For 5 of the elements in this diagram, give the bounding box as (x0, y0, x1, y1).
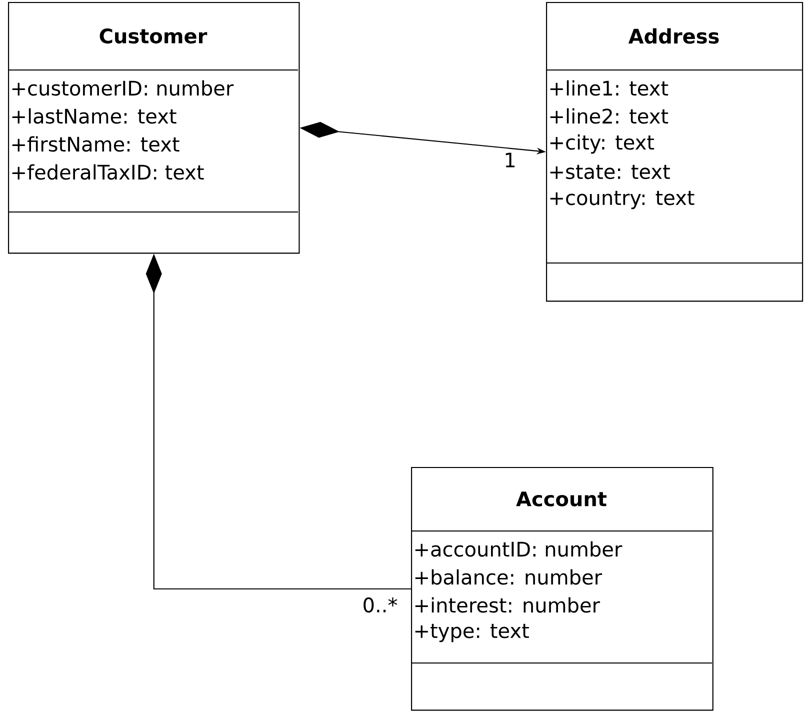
class-box: Account +accountID: number +balance: number +interest: number +type: text (411, 467, 714, 711)
class-box: Customer +customerID: number +lastName: text +firstName: text +federalTaxID: text (8, 2, 300, 254)
multiplicity-label: 0..* (360, 596, 400, 614)
class-box: Address +line1: text +line2: text +city: text +state: text +country: text (546, 2, 804, 302)
multiplicity-label: 1 (502, 151, 518, 169)
